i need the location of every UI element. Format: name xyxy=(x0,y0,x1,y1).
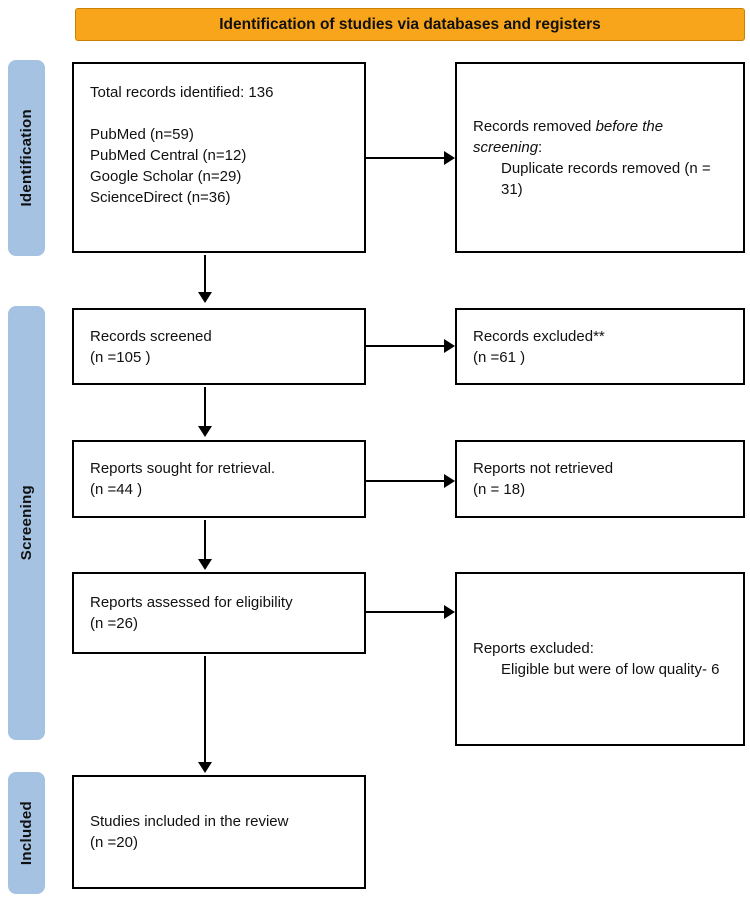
down-arrow-3-line xyxy=(204,520,206,560)
right-arrow-3-head xyxy=(444,474,455,488)
total-records-title: Total records identified: 136 xyxy=(90,84,274,101)
box-records-removed: Records removed before the screening: Du… xyxy=(455,62,745,253)
right-arrow-4-line xyxy=(366,611,444,613)
box-reports-not-retrieved: Reports not retrieved (n = 18) xyxy=(455,440,745,518)
right-arrow-2-line xyxy=(366,345,444,347)
right-arrow-2-head xyxy=(444,339,455,353)
box-reports-excluded: Reports excluded: Eligible but were of l… xyxy=(455,572,745,746)
records-removed-italic: before the screening xyxy=(473,117,664,156)
right-arrow-1-head xyxy=(444,151,455,165)
reports-excluded-detail: Eligible but were of low quality- 6 xyxy=(501,661,720,678)
records-removed-prefix: Records removed xyxy=(473,117,596,135)
right-arrow-3-line xyxy=(366,480,444,482)
box-reports-sought: Reports sought for retrieval. (n =44 ) xyxy=(72,440,366,518)
reports-excluded-title: Reports excluded: xyxy=(473,640,594,657)
stage-label-screening: Screening xyxy=(8,306,45,740)
down-arrow-2-head xyxy=(198,426,212,437)
records-removed-suffix: : xyxy=(538,138,543,156)
down-arrow-2-line xyxy=(204,387,206,427)
stage-label-identification: Identification xyxy=(8,60,45,256)
header-title: Identification of studies via databases … xyxy=(219,15,601,33)
records-removed-title: Records removed before the screening: xyxy=(473,116,727,158)
down-arrow-4-line xyxy=(204,656,206,763)
box-reports-assessed: Reports assessed for eligibility (n =26) xyxy=(72,572,366,654)
stage-label-included-text: Included xyxy=(18,800,35,866)
down-arrow-1-line xyxy=(204,255,206,293)
down-arrow-3-head xyxy=(198,559,212,570)
box-records-excluded: Records excluded** (n =61 ) xyxy=(455,308,745,385)
down-arrow-1-head xyxy=(198,292,212,303)
down-arrow-4-head xyxy=(198,762,212,773)
records-removed-detail: Duplicate records removed (n = 31) xyxy=(501,159,711,198)
stage-label-screening-text: Screening xyxy=(18,485,35,561)
right-arrow-1-line xyxy=(366,157,444,159)
box-studies-included: Studies included in the review (n =20) xyxy=(72,775,366,889)
right-arrow-4-head xyxy=(444,605,455,619)
stage-label-identification-text: Identification xyxy=(18,109,35,207)
records-sources-list: PubMed (n=59) PubMed Central (n=12) Goog… xyxy=(90,126,247,206)
box-records-screened: Records screened (n =105 ) xyxy=(72,308,366,385)
header-banner: Identification of studies via databases … xyxy=(75,8,745,41)
stage-label-included: Included xyxy=(8,772,45,894)
box-total-records-identified: Total records identified: 136 PubMed (n=… xyxy=(72,62,366,253)
